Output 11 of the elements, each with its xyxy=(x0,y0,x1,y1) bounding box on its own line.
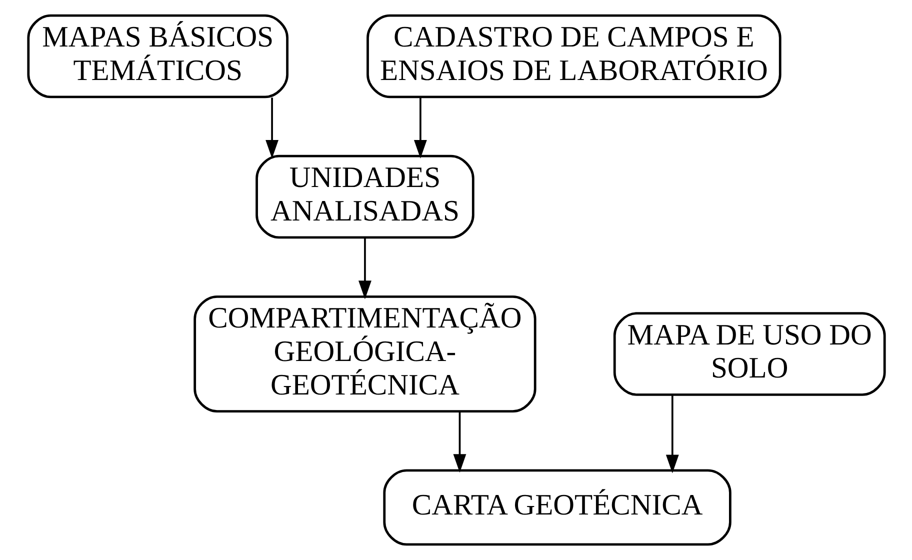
node-box: UNIDADES ANALISADAS xyxy=(255,154,474,239)
node-box: CARTA GEOTÉCNICA xyxy=(382,469,731,546)
arrow xyxy=(413,98,426,158)
arrow xyxy=(358,238,371,300)
node-box: COMPARTIMENTAÇÃO GEOLÓGICA- GEOTÉCNICA xyxy=(193,295,536,412)
node-box: CADASTRO DE CAMPOS E ENSAIOS DE LABORATÓRIO xyxy=(366,14,781,98)
arrow xyxy=(665,395,678,474)
node-box: MAPAS BÁSICOS TEMÁTICOS xyxy=(26,14,288,98)
arrow xyxy=(265,98,278,158)
node-box: MAPA DE USO DO SOLO xyxy=(612,312,886,396)
arrow xyxy=(452,412,466,473)
